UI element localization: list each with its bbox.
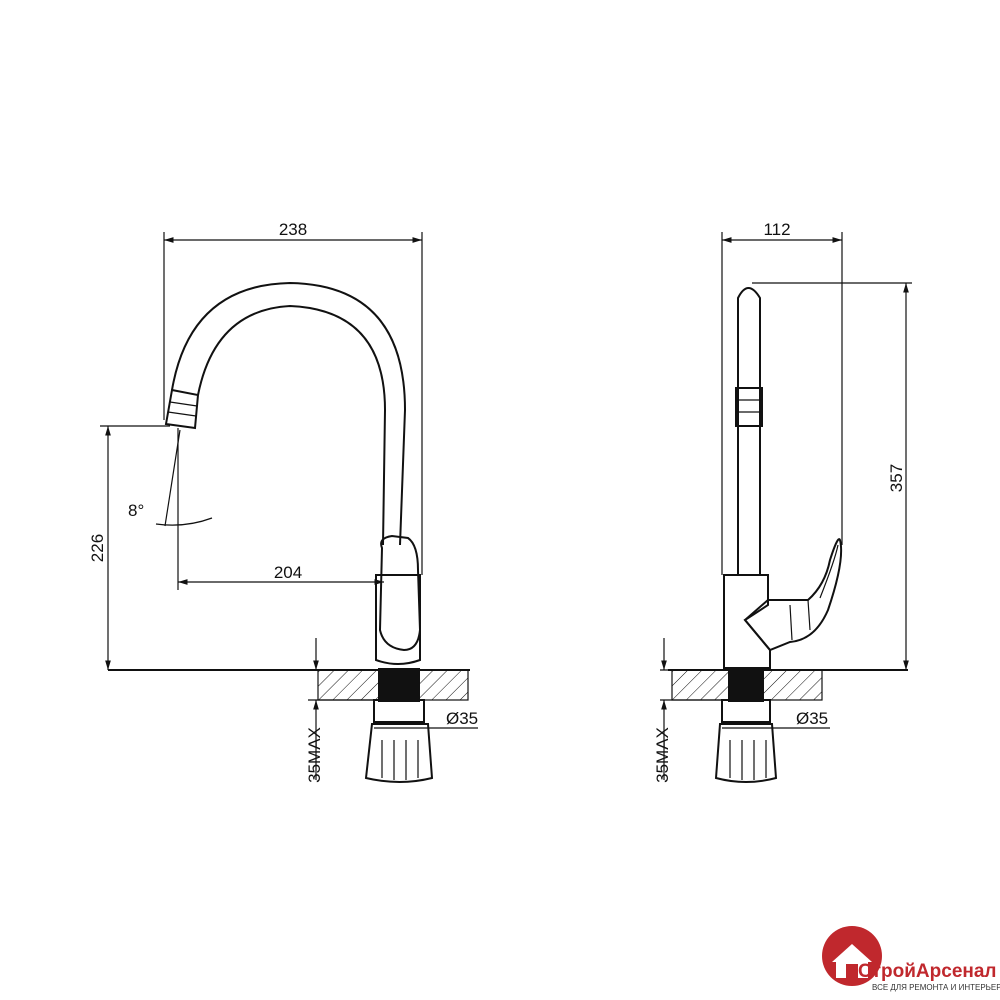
logo-tagline: ВСЕ ДЛЯ РЕМОНТА И ИНТЕРЬЕРА: [872, 983, 1000, 992]
side-lever: [743, 538, 843, 652]
front-mounting-nut: [364, 723, 434, 783]
dim-front-width: 238: [279, 220, 307, 239]
side-view: 112 357 Ø35 35MAX: [653, 220, 912, 783]
dim-front-spout-height: 226: [88, 534, 107, 562]
dim-front-angle: 8°: [128, 501, 144, 520]
front-spout-outer: [171, 281, 407, 546]
front-shank: [378, 668, 420, 702]
dim-side-height: 357: [887, 464, 906, 492]
dim-front-thickness: 35MAX: [305, 727, 324, 783]
dim-side-diameter: Ø35: [796, 709, 828, 728]
side-aerator: [735, 387, 763, 427]
front-body: [375, 574, 421, 665]
dim-side-depth: 112: [763, 220, 790, 239]
side-mounting-nut: [714, 723, 778, 783]
dim-front-diameter: Ø35: [446, 709, 478, 728]
side-shank: [728, 668, 764, 702]
dim-front-reach: 204: [274, 563, 302, 582]
front-spout-inner: [197, 304, 387, 546]
side-spout: [737, 287, 761, 575]
front-lever: [378, 534, 422, 652]
brand-logo: СтройАрсенал ВСЕ ДЛЯ РЕМОНТА И ИНТЕРЬЕРА: [822, 926, 1000, 992]
front-view: 238 204 226 8° Ø35 35MAX: [88, 220, 478, 783]
dim-side-thickness: 35MAX: [653, 727, 672, 783]
logo-name: СтройАрсенал: [858, 961, 997, 982]
front-aerator: [164, 388, 200, 430]
